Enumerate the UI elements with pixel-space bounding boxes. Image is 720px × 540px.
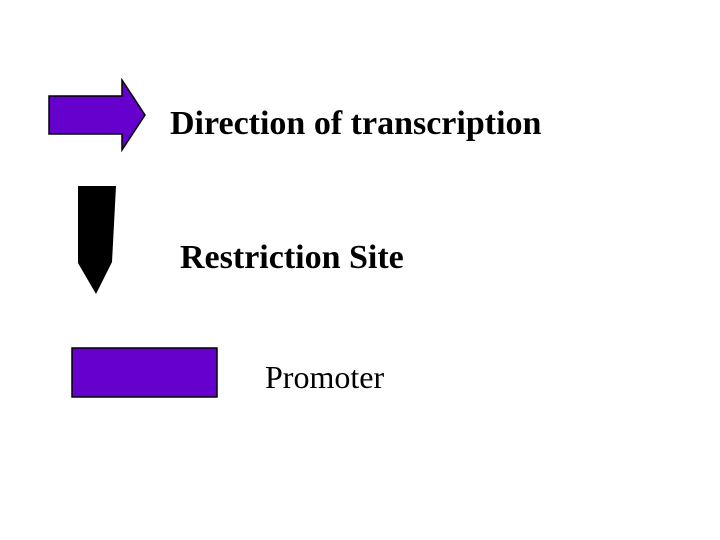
promoter-label: Promoter	[265, 359, 385, 395]
transcription-arrow	[48, 78, 146, 152]
restriction-marker-icon	[78, 186, 116, 294]
restriction-site-marker	[78, 186, 116, 294]
promoter-rectangle	[71, 347, 218, 398]
promoter-box-icon	[71, 347, 218, 398]
transcription-label: Direction of transcription	[170, 105, 542, 142]
right-arrow-icon	[48, 78, 146, 152]
restriction-site-label: Restriction Site	[180, 239, 404, 276]
